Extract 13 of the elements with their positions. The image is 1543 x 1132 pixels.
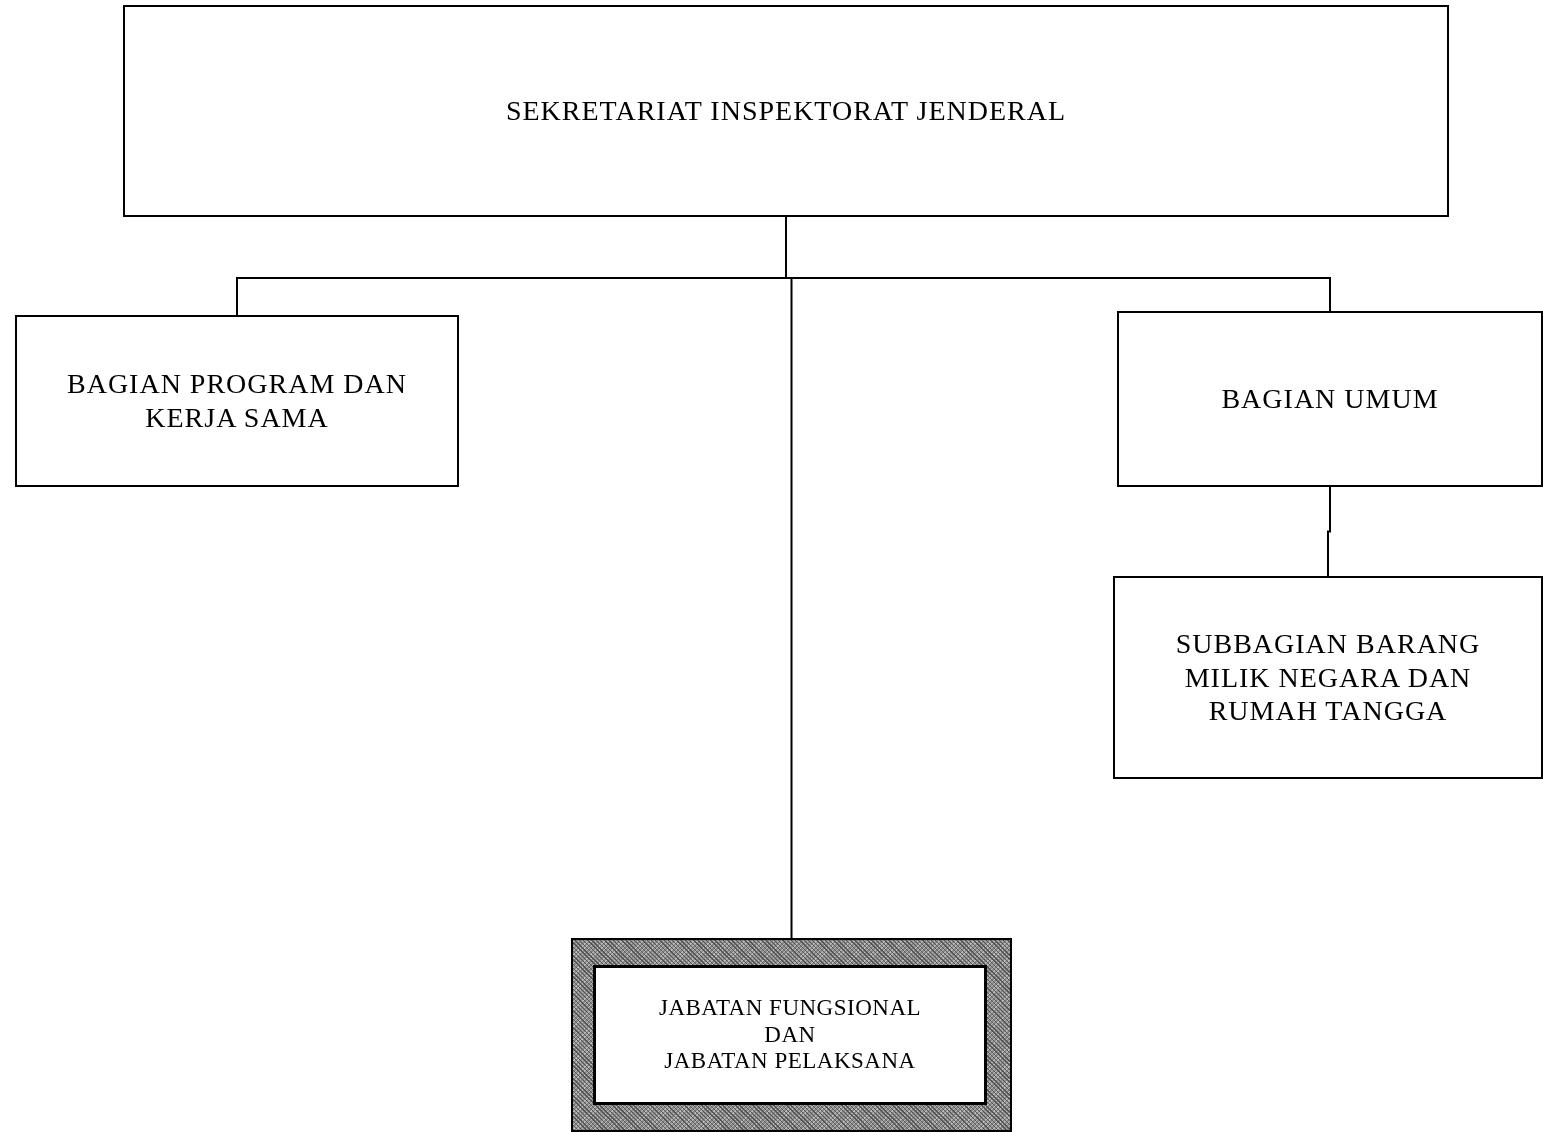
- unit-box: [1117, 311, 1543, 487]
- unit-name: JABATAN PELAKSANA: [664, 1048, 916, 1075]
- unit-name: BAGIAN PROGRAM DAN KERJA SAMA: [66, 367, 408, 435]
- unit-name: BAGIAN UMUM: [1221, 382, 1439, 416]
- unit-box: [123, 5, 1449, 217]
- unit-name: DAN: [764, 1021, 816, 1049]
- unit-name: JABATAN FUNGSIONAL: [658, 995, 922, 1022]
- unit-name: SUBBAGIAN BARANG MILIK NEGARA DAN RUMAH TANGGA: [1174, 627, 1482, 728]
- connector-line: [1327, 486, 1331, 577]
- unit-box: [15, 315, 459, 487]
- unit-box: [1113, 576, 1543, 779]
- unit-name: SEKRETARIAT INSPEKTORAT JENDERAL: [505, 94, 1067, 128]
- framed-box: [571, 938, 1012, 1132]
